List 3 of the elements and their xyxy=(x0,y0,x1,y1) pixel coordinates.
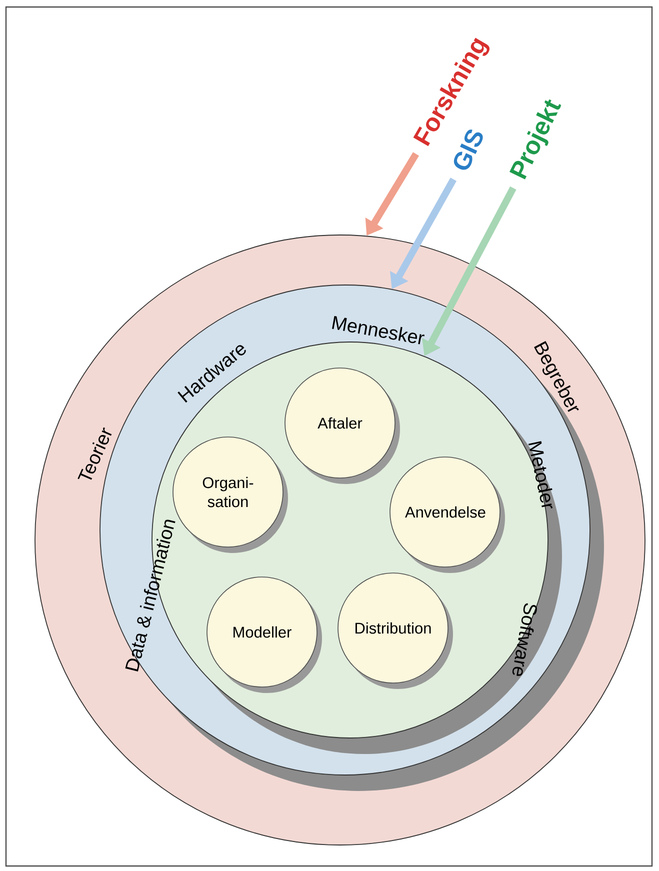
ring-label: Metoder xyxy=(528,441,552,508)
ring-label: Software xyxy=(512,603,537,676)
ring-label: Mennesker xyxy=(332,316,425,344)
